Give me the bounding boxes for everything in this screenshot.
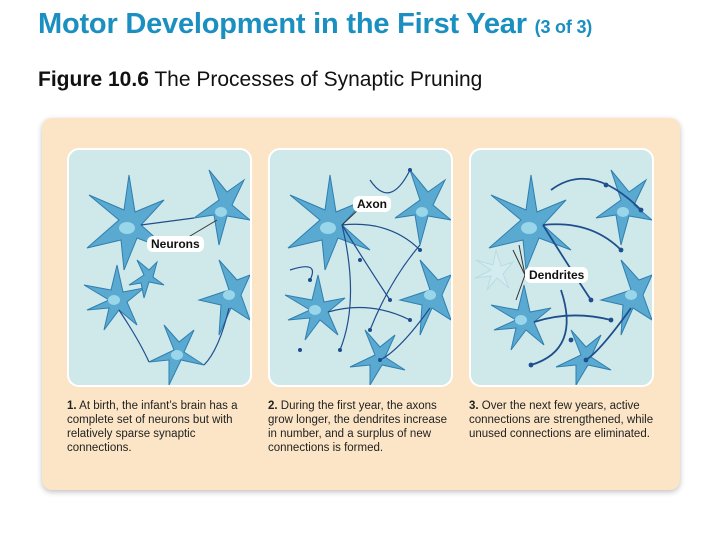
neurons-sparse-image [83,169,250,385]
stage-2-description: 2. During the first year, the axons grow… [268,399,454,455]
figure-caption: Figure 10.6 The Processes of Synaptic Pr… [38,68,482,92]
stage-3-illustration: Dendrites [469,148,654,387]
stage-1-illustration: Neurons [67,148,252,387]
figure-label: Figure 10.6 [38,68,149,91]
figure-title: The Processes of Synaptic Pruning [154,68,483,91]
stage-1-number: 1. [67,400,77,412]
figure-panel: Neurons [42,118,680,490]
neurons-callout: Neurons [147,236,204,252]
stage-1-description: 1. At birth, the infant’s brain has a co… [67,399,253,455]
axon-callout: Axon [353,196,391,212]
stage-2-number: 2. [268,400,278,412]
dendrites-callout: Dendrites [525,267,589,283]
stage-3-description: 3. Over the next few years, active conne… [469,399,655,441]
axon-growth-image [284,168,451,385]
slide-title: Motor Development in the First Year (3 o… [38,8,592,41]
stage-3-number: 3. [469,400,479,412]
stage-2-text: During the first year, the axons grow lo… [268,400,447,454]
pruned-connections-image [474,169,652,385]
stage-2-illustration: Axon [268,148,453,387]
stage-1-text: At birth, the infant’s brain has a compl… [67,400,238,454]
title-main: Motor Development in the First Year [38,8,527,40]
title-suffix: (3 of 3) [534,17,593,37]
stage-3-text: Over the next few years, active connecti… [469,400,654,440]
